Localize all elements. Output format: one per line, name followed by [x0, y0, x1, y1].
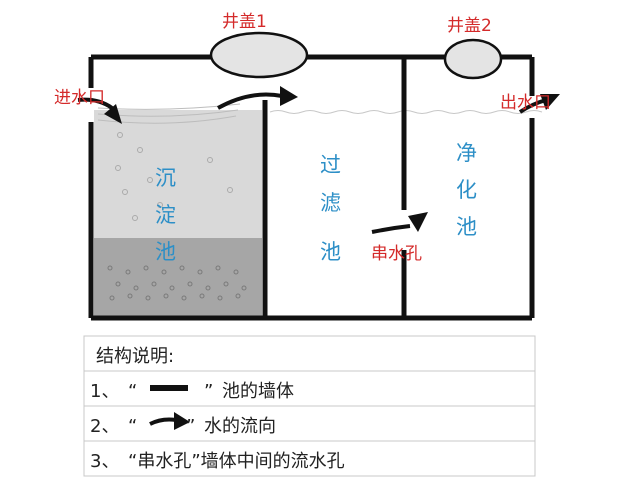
manhole-cover-1	[209, 31, 309, 79]
tank-3-label: 净 化 池	[456, 141, 477, 239]
cover-2-label: 井盖2	[447, 16, 492, 36]
svg-text:化: 化	[456, 178, 477, 202]
svg-text:过: 过	[320, 153, 341, 177]
inlet-flow-arrow	[77, 97, 114, 110]
tank-2-label: 过 滤 池	[320, 153, 341, 264]
sediment-tank-sludge	[94, 238, 262, 316]
over-wall-flow-arrow	[217, 92, 283, 110]
svg-text:池: 池	[456, 215, 477, 239]
sediment-bubbles	[115, 132, 233, 221]
legend-item-1-text: 池的墙体	[222, 381, 294, 402]
flow-arrow-symbol-icon	[149, 412, 190, 430]
outlet-label: 出水口	[500, 93, 551, 113]
svg-text:淀: 淀	[155, 203, 176, 227]
svg-text:沉: 沉	[155, 166, 176, 190]
svg-text:池: 池	[155, 240, 176, 264]
legend-item-1-close-quote: ”	[204, 381, 213, 402]
legend-item-2-number: 2、	[90, 416, 119, 437]
hole-label: 串水孔	[371, 244, 422, 264]
legend-item-2-text: 水的流向	[204, 416, 276, 437]
legend-item-1-number: 1、	[90, 381, 119, 402]
cover-1-label: 井盖1	[222, 12, 267, 32]
legend-item-3-text: “串水孔”墙体中间的流水孔	[128, 451, 345, 472]
hole-flow-arrow	[371, 224, 411, 234]
legend-item-2-close-quote: ”	[186, 416, 195, 437]
flow-arrows	[77, 86, 560, 234]
svg-text:净: 净	[456, 141, 477, 165]
legend-box: 结构说明: 1、 “ ” 池的墙体 2、 “ ” 水的流向 3、 “串水孔”墙体…	[83, 335, 536, 477]
svg-text:池: 池	[320, 240, 341, 264]
svg-text:滤: 滤	[320, 191, 341, 215]
tank-walls	[88, 54, 535, 321]
legend-title: 结构说明:	[96, 346, 174, 367]
legend-item-3-number: 3、	[90, 451, 119, 472]
inlet-label: 进水口	[54, 88, 105, 108]
sediment-tank-water	[94, 110, 262, 238]
wall-symbol-icon	[150, 385, 188, 391]
sludge-particles	[107, 265, 247, 301]
legend-item-1-open-quote: “	[128, 381, 137, 402]
legend-item-2-open-quote: “	[128, 416, 137, 437]
manhole-cover-2	[443, 38, 503, 80]
tank-1-label: 沉 淀 池	[155, 166, 176, 264]
